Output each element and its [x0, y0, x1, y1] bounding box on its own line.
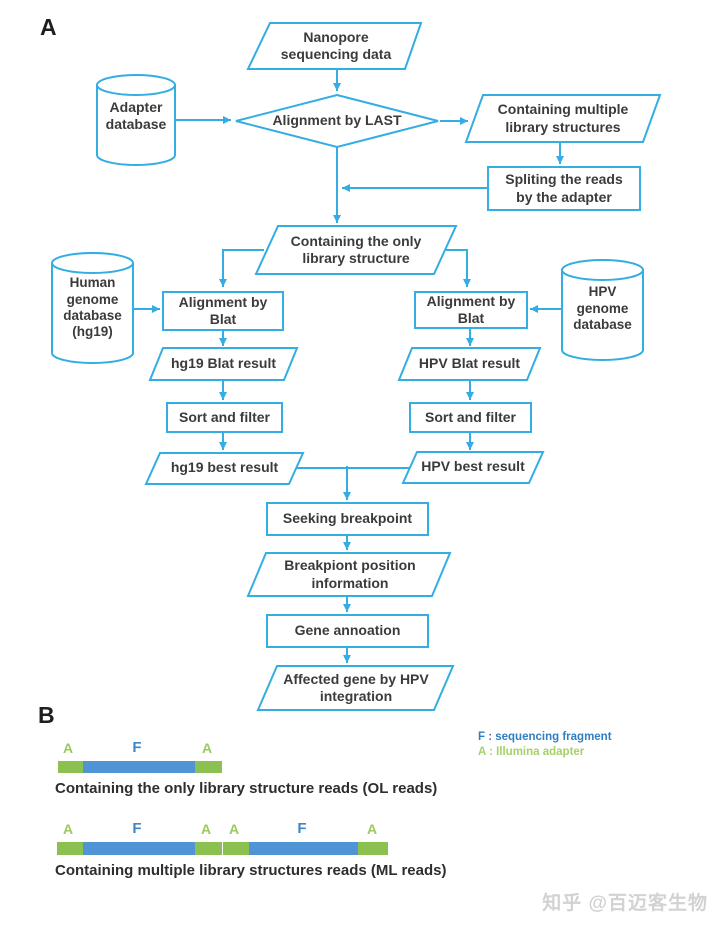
gene-annotation-rect — [266, 614, 429, 648]
adapter-db-cylinder-top — [96, 74, 176, 96]
read2-adapter-label: A — [200, 821, 212, 837]
hg19-best-parallelogram — [144, 452, 305, 485]
panel-a-label: A — [40, 14, 57, 40]
adapter-segment — [195, 761, 222, 773]
blat-right-rect — [414, 291, 528, 329]
human-db-cylinder-top — [51, 252, 134, 274]
split-reads-rect — [487, 166, 641, 211]
multiple-lib-parallelogram — [464, 94, 662, 143]
seeking-rect — [266, 502, 429, 536]
fragment-segment — [83, 761, 195, 773]
hpv-best-parallelogram — [401, 451, 545, 484]
affected-parallelogram — [256, 665, 455, 711]
legend: F : sequencing fragment A : Illumina ada… — [478, 730, 612, 760]
read2-adapter-label: A — [228, 821, 240, 837]
adapter-segment — [358, 842, 388, 855]
adapter-segment — [57, 842, 83, 855]
read2-adapter-label: A — [366, 821, 378, 837]
adapter-segment — [195, 842, 222, 855]
hg19-blat-parallelogram — [148, 347, 299, 381]
adapter-segment — [223, 842, 249, 855]
sort-left-rect — [166, 402, 283, 433]
nanopore-parallelogram — [246, 22, 423, 70]
ml-read-caption: Containing multiple library structures r… — [55, 862, 447, 879]
arrow-only-to-blat-right — [446, 249, 471, 287]
sort-right-rect — [409, 402, 532, 433]
watermark: 知乎 @百迈客生物 — [542, 893, 708, 914]
panel-b-label: B — [38, 702, 55, 728]
adapter-segment — [58, 761, 83, 773]
breakpoint-parallelogram — [246, 552, 452, 597]
read1-fragment-label: F — [132, 739, 142, 756]
ol-read-bar — [58, 761, 222, 773]
hpv-db-cylinder — [561, 270, 644, 361]
legend-adapter: A : Illumina adapter — [478, 746, 585, 758]
read2-adapter-label: A — [62, 821, 74, 837]
ol-read-caption: Containing the only library structure re… — [55, 780, 438, 797]
only-lib-parallelogram — [254, 225, 458, 275]
blat-left-rect — [162, 291, 284, 331]
human-db-cylinder — [51, 263, 134, 364]
read2-fragment-label: F — [297, 820, 307, 837]
legend-fragment: F : sequencing fragment — [478, 731, 612, 743]
hpv-blat-parallelogram — [397, 347, 542, 381]
fragment-segment — [83, 842, 195, 855]
ml-read-bar — [57, 842, 388, 855]
fragment-segment — [249, 842, 358, 855]
segment-divider — [222, 842, 223, 855]
read2-fragment-label: F — [132, 820, 142, 837]
hpv-db-cylinder-top — [561, 259, 644, 281]
read1-adapter-label: A — [201, 740, 213, 756]
alignment-last-diamond — [235, 93, 439, 149]
shape-group — [51, 22, 662, 711]
adapter-db-cylinder — [96, 85, 176, 166]
connector-group — [133, 69, 564, 663]
arrow-only-to-blat-left — [219, 249, 264, 287]
read1-adapter-label: A — [62, 740, 74, 756]
